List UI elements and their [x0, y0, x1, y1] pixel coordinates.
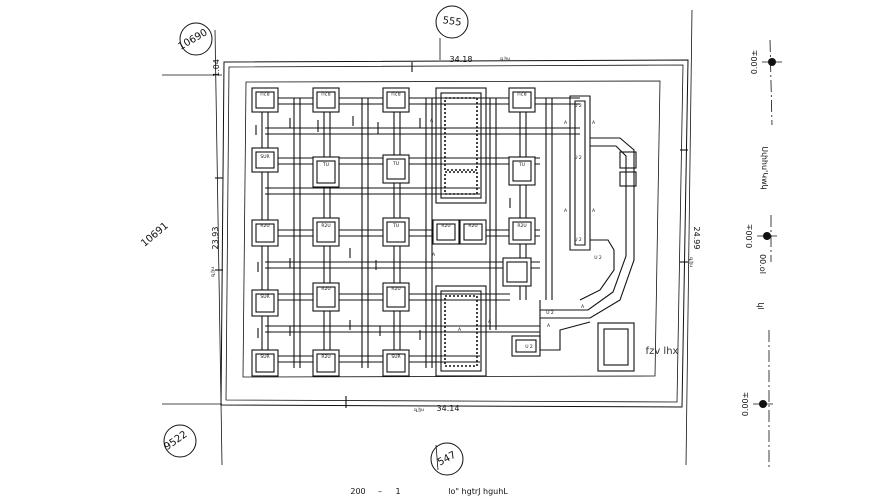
plot-number-left: 10691: [139, 221, 170, 250]
road-note: կl: [756, 302, 765, 309]
tie-marks: [215, 62, 688, 408]
water-tank: fzv lhx: [597, 322, 679, 372]
footings: [251, 87, 541, 377]
site-outline: [220, 59, 689, 408]
level-bottom: 0.00±: [741, 392, 750, 417]
dimension-corner-offset: 1.04: [212, 59, 221, 77]
svg-text:A: A: [430, 118, 434, 124]
svg-text:U 2: U 2: [574, 237, 582, 243]
svg-text:R2U: R2U: [260, 90, 269, 96]
level-top: 0.00±: [750, 50, 759, 75]
svg-text:R2U: R2U: [391, 90, 400, 96]
plot-number-north: 555: [435, 5, 469, 39]
svg-text:R2U: R2U: [391, 286, 400, 292]
dimension-right: 24.99: [692, 227, 701, 250]
svg-text:R2U: R2U: [517, 223, 526, 229]
scale-value: 200: [350, 487, 365, 496]
footing-labels: R2U R2U R2U R2U SUR TU TU TU R2U R2U TU …: [260, 90, 602, 360]
right-wing: [539, 95, 637, 351]
svg-text:TU: TU: [518, 162, 525, 168]
level-middle: 0.00±: [745, 224, 754, 249]
dimension-right-note: գ ̲h̲u: [688, 257, 694, 267]
core-upper: [435, 87, 487, 204]
core-lower: [435, 285, 487, 377]
dimension-bottom-note: գ ̲h̲u: [414, 407, 424, 413]
scale-separator: –: [378, 487, 382, 496]
svg-text:TU: TU: [392, 223, 399, 229]
svg-text:A: A: [592, 208, 596, 214]
svg-text:R2U: R2U: [321, 90, 330, 96]
plot-boundary: [162, 9, 773, 471]
tank-label: fzv lhx: [646, 346, 679, 357]
drawing-title-text: lo" hgtrJ hguhL: [448, 487, 508, 496]
svg-text:A: A: [564, 120, 568, 126]
svg-text:SUR: SUR: [391, 354, 400, 360]
svg-text:SUR: SUR: [260, 354, 269, 360]
svg-text:R2U: R2U: [517, 90, 526, 96]
plot-number-south: 547: [430, 442, 464, 476]
level-marker-bottom: 0.00±: [741, 392, 773, 417]
svg-text:R2U: R2U: [321, 223, 330, 229]
drawing-title: lo" hgtrJ hguhL 1 – 200: [350, 487, 508, 496]
dimension-bottom: 34.14: [437, 404, 460, 413]
plot-number-left-top: 10690: [176, 22, 213, 56]
plot-number-left-bottom: 9522: [162, 424, 197, 458]
plot-number-north-text: 555: [442, 15, 462, 29]
svg-text:A: A: [564, 208, 568, 214]
svg-text:U 2: U 2: [574, 155, 582, 161]
plot-number-left-top-text: 10690: [176, 27, 209, 52]
svg-text:SUR: SUR: [260, 294, 269, 300]
svg-text:U 2: U 2: [546, 310, 554, 316]
svg-text:R2U: R2U: [441, 223, 450, 229]
svg-text:U 2: U 2: [525, 344, 533, 350]
svg-text:R2U: R2U: [468, 223, 477, 229]
svg-text:A: A: [547, 323, 551, 329]
svg-text:R2U: R2U: [260, 223, 269, 229]
road-name: Սփhu'Կwկ: [760, 146, 769, 189]
svg-text:A: A: [488, 319, 492, 325]
svg-text:R2U: R2U: [321, 286, 330, 292]
svg-text:TU: TU: [322, 162, 329, 168]
scale-one: 1: [395, 487, 400, 496]
plot-number-south-text: 547: [436, 450, 458, 469]
svg-text:A: A: [458, 327, 462, 333]
svg-text:U 2: U 2: [594, 255, 602, 261]
svg-text:SUR: SUR: [260, 154, 269, 160]
svg-text:A: A: [592, 120, 596, 126]
svg-text:TU: TU: [392, 161, 399, 167]
svg-text:R2U: R2U: [321, 354, 330, 360]
dimension-left: 23.93: [211, 227, 220, 250]
dimension-left-note: գ ̲h̲u: [210, 267, 216, 277]
svg-text:A: A: [432, 252, 436, 258]
section-markers: A A A A A A A A A A: [430, 118, 596, 333]
level-marker-top: 0.00±: [750, 50, 782, 75]
dimension-top-note: գ ̲հ̲u: [500, 56, 510, 62]
level-marker-middle: 0.00±: [745, 224, 777, 249]
svg-text:A: A: [581, 304, 585, 310]
dimension-top: 34.18: [450, 55, 473, 64]
road-width: 00.ol: [758, 254, 767, 274]
svg-text:U 2: U 2: [574, 103, 582, 109]
